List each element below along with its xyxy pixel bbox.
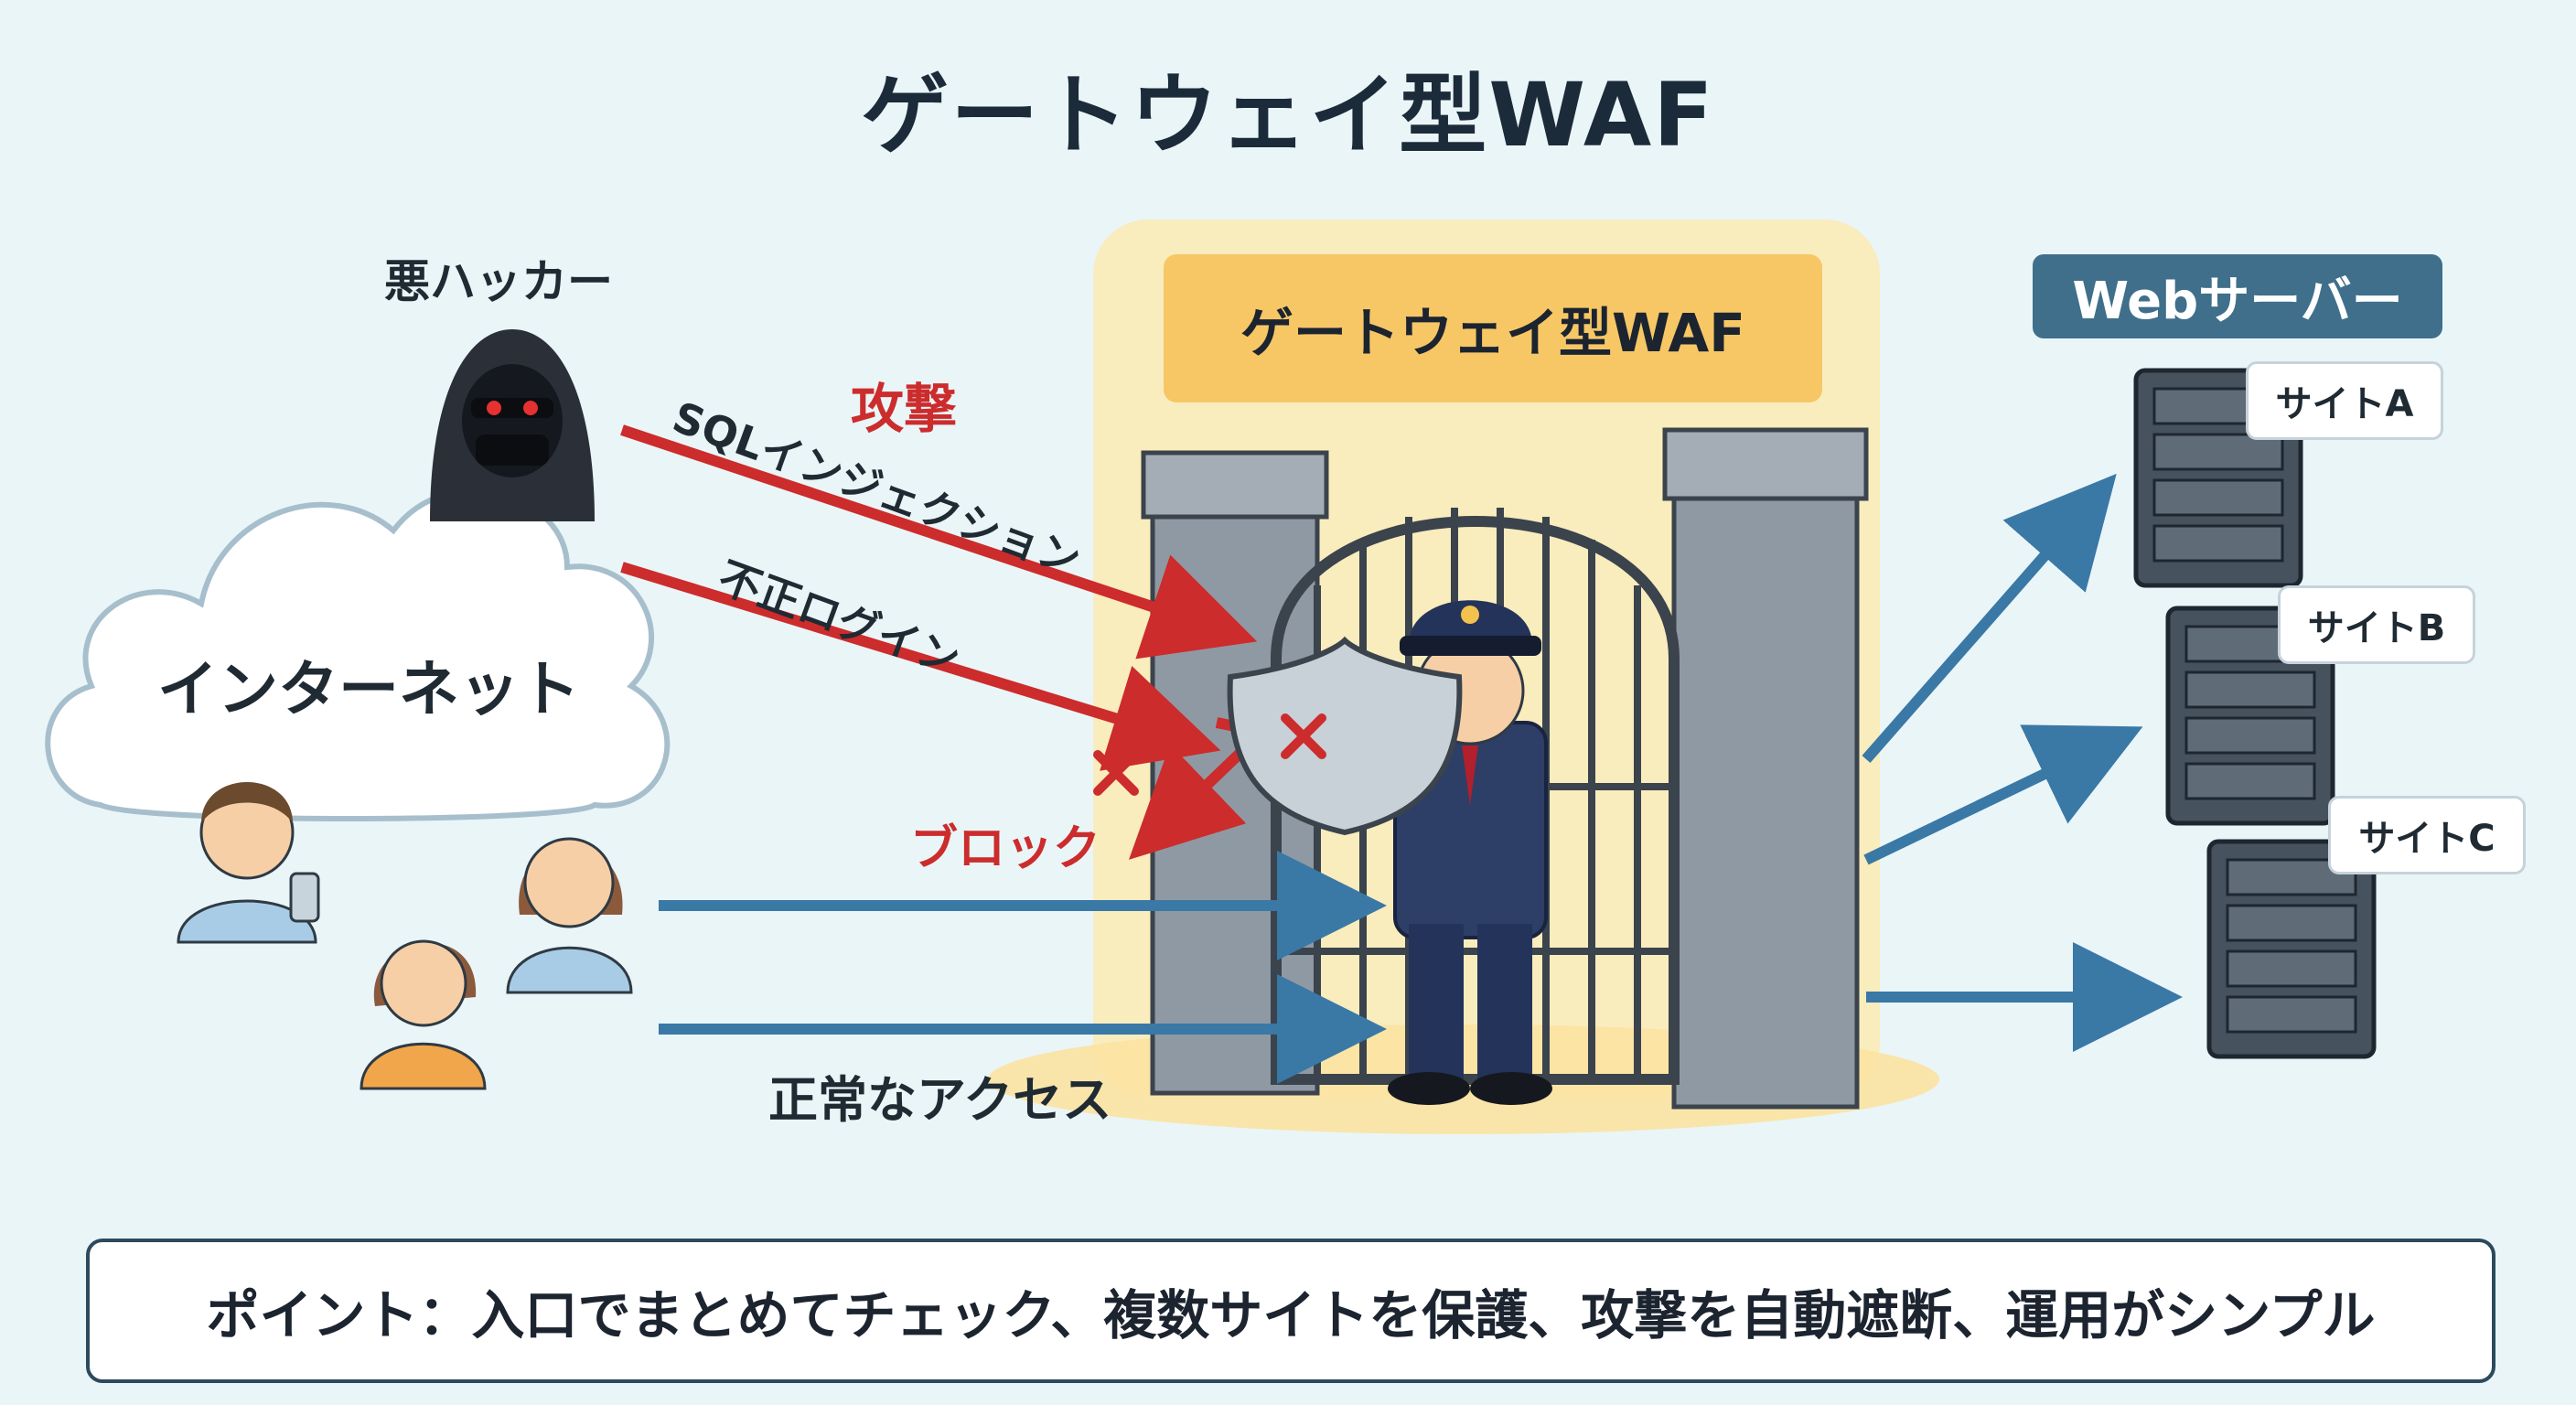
page-title: ゲートウェイ型WAF — [861, 64, 1715, 166]
user-icon — [360, 939, 487, 1090]
block-cross-icon — [1093, 713, 1326, 796]
server-arrows — [1862, 473, 2183, 1052]
shield-icon — [1227, 636, 1463, 836]
internet-label: インターネット — [157, 654, 580, 724]
hacker-label: 悪ハッカー — [384, 255, 613, 308]
normal-access-arrows — [659, 851, 1387, 1084]
attack-label: 攻撃 — [851, 378, 958, 440]
block-label: ブロック — [910, 821, 1101, 876]
summary-text: ポイント：入口でまとめてチェック、複数サイトを保護、攻撃を自動遮断、運用がシンプ… — [206, 1284, 2376, 1346]
user-icon — [506, 837, 633, 994]
site-c-tag: サイトC — [2328, 796, 2526, 874]
guard-icon — [1388, 600, 1552, 1105]
normal-access-label: 正常なアクセス — [768, 1071, 1112, 1129]
server-group-label: Webサーバー — [2072, 271, 2403, 331]
site-b-tag: サイトB — [2278, 585, 2475, 664]
gate-label-box: ゲートウェイ型WAF — [1164, 254, 1822, 402]
server-group-label-box: Webサーバー — [2033, 254, 2442, 338]
gate-label: ゲートウェイ型WAF — [1240, 302, 1745, 364]
summary-box: ポイント：入口でまとめてチェック、複数サイトを保護、攻撃を自動遮断、運用がシンプ… — [86, 1239, 2496, 1383]
hacker-icon — [430, 329, 595, 521]
server-icon — [2206, 839, 2377, 1059]
site-a-tag: サイトA — [2246, 361, 2443, 440]
user-icon — [177, 782, 320, 944]
